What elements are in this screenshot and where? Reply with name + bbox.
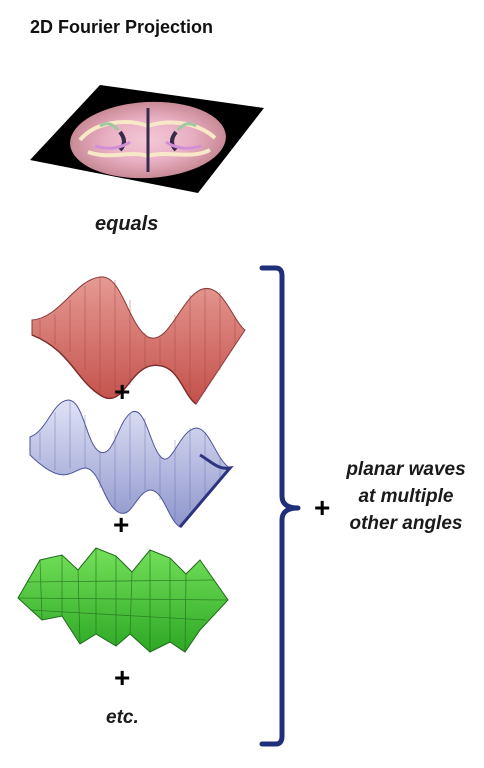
plus-sign: + xyxy=(114,376,131,407)
green-planar-wave xyxy=(17,547,229,653)
etc-label: etc. xyxy=(106,707,139,728)
diagram-title: 2D Fourier Projection xyxy=(30,17,214,37)
side-annotation-line: other angles xyxy=(349,513,463,534)
brain-mri-slice-image xyxy=(30,85,264,193)
red-planar-wave xyxy=(31,276,246,405)
blue-planar-wave xyxy=(29,399,234,528)
side-annotation-line: at multiple xyxy=(358,486,454,507)
plus-sign: + xyxy=(114,662,131,693)
equals-label: equals xyxy=(95,213,159,235)
side-annotation-line: planar waves xyxy=(346,459,466,480)
plus-sign-side: + xyxy=(314,492,331,523)
curly-brace xyxy=(259,265,301,747)
side-annotation: planar waves at multiple other angles xyxy=(333,456,479,537)
plus-sign: + xyxy=(113,509,130,540)
